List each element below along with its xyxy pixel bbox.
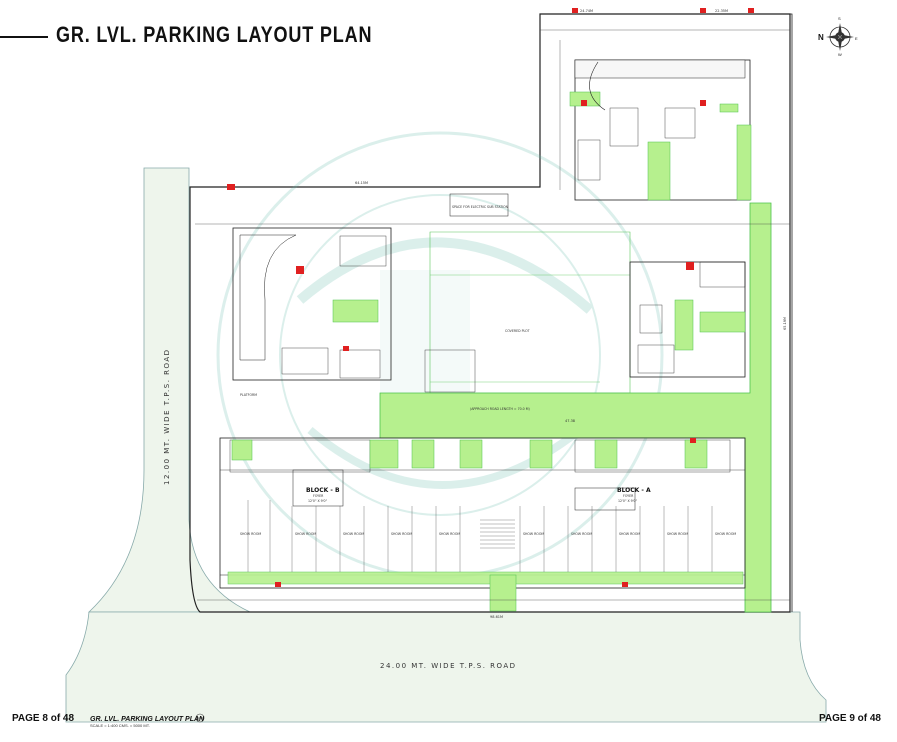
compass-east-label: E bbox=[855, 36, 858, 41]
block-b-sub2: 12'0" X 9'0" bbox=[308, 499, 328, 503]
scale-bar-icon bbox=[195, 713, 205, 723]
drawing-title-block: GR. LVL. PARKING LAYOUT PLAN SCALE = 1:4… bbox=[90, 716, 204, 728]
showroom-label: SHOW ROOM bbox=[391, 532, 412, 536]
sub-station-box bbox=[449, 193, 509, 217]
left-road-label: 12.00 MT. WIDE T.P.S. ROAD bbox=[163, 348, 171, 485]
showroom-label: SHOW ROOM bbox=[240, 532, 261, 536]
site-boundary bbox=[189, 13, 791, 613]
compass-north-label: N bbox=[818, 33, 824, 42]
dimension-lines bbox=[195, 29, 790, 601]
block-a-label: BLOCK - A bbox=[617, 487, 651, 494]
showroom-labels: SHOW ROOM SHOW ROOM SHOW ROOM SHOW ROOM … bbox=[240, 532, 736, 536]
compass-west-label: W bbox=[838, 52, 842, 57]
page-label-right: PAGE 9 of 48 bbox=[818, 713, 881, 724]
east-building bbox=[629, 261, 746, 378]
block-b-label: BLOCK - B bbox=[306, 487, 340, 494]
block-b-sub1: FOYER bbox=[313, 494, 324, 498]
approach-road-label: (APPROACH ROAD LENGTH = 70.0 M) bbox=[470, 407, 530, 411]
page-title: GR. LVL. PARKING LAYOUT PLAN bbox=[56, 22, 373, 47]
dim-mid: 64.15M bbox=[355, 181, 368, 185]
sub-station-label: SPACE FOR ELECTRIC SUB STATION bbox=[452, 205, 509, 209]
block-a-sub2: 12'0" X 9'0" bbox=[618, 499, 638, 503]
showroom-label: SHOW ROOM bbox=[619, 532, 640, 536]
right-road bbox=[790, 13, 793, 612]
drawing-title: GR. LVL. PARKING LAYOUT PLAN bbox=[90, 716, 205, 723]
showroom-label: SHOW ROOM bbox=[571, 532, 592, 536]
showroom-label: SHOW ROOM bbox=[523, 532, 544, 536]
showroom-label: SHOW ROOM bbox=[439, 532, 460, 536]
compass-icon bbox=[826, 23, 854, 51]
showroom-label: SHOW ROOM bbox=[343, 532, 364, 536]
dim-top-right: 22.35M bbox=[715, 9, 728, 13]
title-rule bbox=[0, 36, 48, 38]
common-plot-outline bbox=[429, 231, 631, 394]
approach-road bbox=[379, 202, 772, 613]
dim-right: 65.19M bbox=[783, 317, 787, 330]
showroom-blocks bbox=[219, 437, 746, 612]
red-dimension-marks bbox=[227, 8, 754, 587]
showroom-label: SHOW ROOM bbox=[667, 532, 688, 536]
bottom-road-label: 24.00 MT. WIDE T.P.S. ROAD bbox=[380, 662, 517, 670]
ramp-small bbox=[424, 349, 476, 393]
showroom-label: SHOW ROOM bbox=[715, 532, 736, 536]
dim-top-left: 24.74M bbox=[580, 9, 593, 13]
covered-plot-label: COVERED PLOT bbox=[505, 329, 530, 333]
platform-label: PLATFORM bbox=[240, 393, 257, 397]
bottom-road bbox=[65, 611, 827, 723]
dim-bottom: 98.61M bbox=[490, 615, 503, 619]
dim-approach: 47.38 bbox=[565, 419, 575, 423]
block-a-sub1: FOYER bbox=[623, 494, 634, 498]
compass-south-label: S bbox=[838, 16, 841, 21]
west-building bbox=[232, 227, 392, 381]
page-label-left: PAGE 8 of 48 bbox=[12, 713, 75, 724]
north-building bbox=[569, 59, 752, 201]
showroom-label: SHOW ROOM bbox=[295, 532, 316, 536]
drawing-scale: SCALE = 1:400 CMS. = 5000 MT. bbox=[90, 723, 150, 728]
